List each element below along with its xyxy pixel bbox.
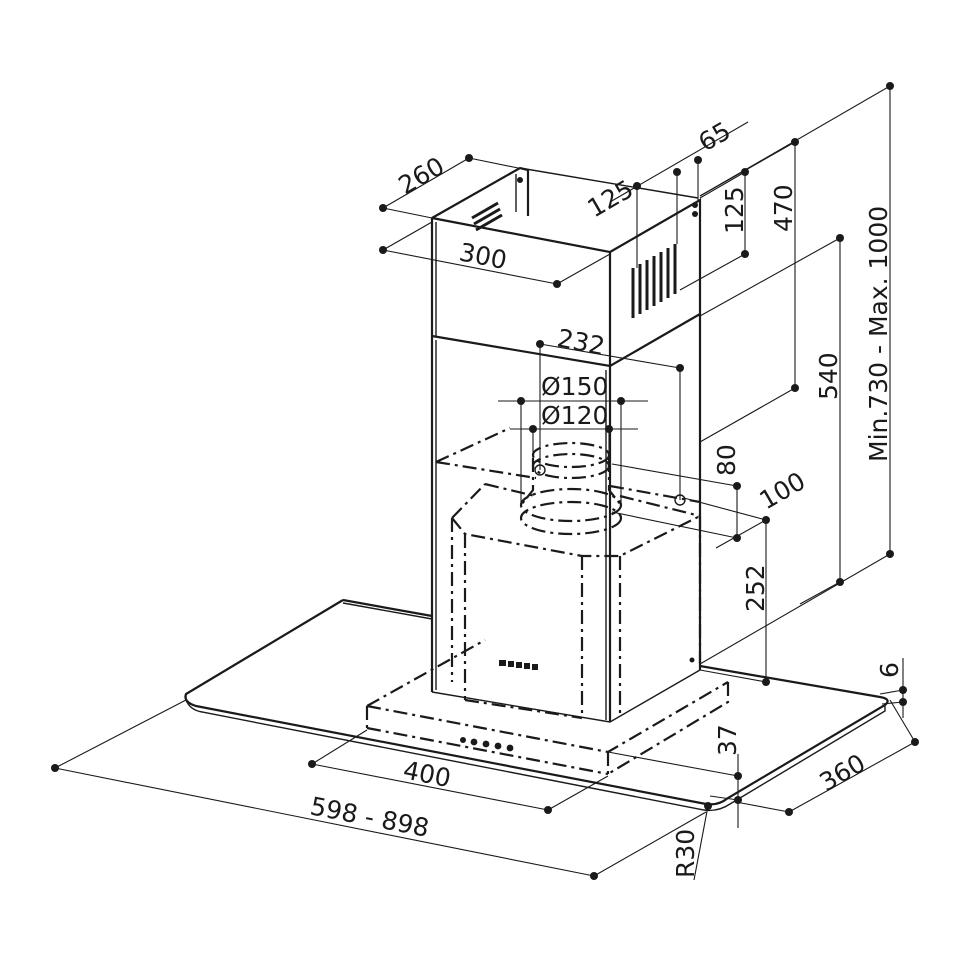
label-control-depth: 37: [713, 724, 742, 756]
control-strip: [365, 639, 730, 776]
label-outlet-offset: 232: [555, 323, 607, 361]
label-total-height: Min.730 - Max. 1000: [864, 206, 893, 462]
label-lower-height: 540: [814, 352, 843, 400]
label-outlet-outer-diameter: Ø150: [541, 372, 608, 401]
label-outlet-inner-diameter: Ø120: [541, 401, 608, 430]
vent-grille-right: [631, 244, 677, 318]
label-motor-width: 400: [401, 755, 453, 793]
label-corner-radius: R30: [671, 829, 700, 878]
label-body-height: 252: [741, 564, 770, 612]
brand-logo: [499, 660, 538, 670]
label-glass-depth: 360: [815, 748, 871, 797]
label-upper-chimney-height: 470: [769, 184, 798, 232]
outlet-collar: [519, 441, 686, 536]
label-glass-thickness: 6: [875, 662, 904, 678]
vent-grille-left: [471, 201, 503, 232]
glass-canopy: [184, 598, 889, 812]
label-chimney-width: 300: [457, 237, 509, 275]
label-chimney-depth: 260: [394, 151, 450, 200]
label-vent-offset: 125: [583, 174, 639, 223]
label-vent-height: 125: [720, 186, 749, 234]
dimension-lines: [51, 82, 919, 881]
label-bracket-gap: 65: [694, 116, 736, 157]
control-buttons: [460, 737, 514, 752]
motor-housing: [435, 427, 702, 720]
label-outlet-spacing: 80: [712, 444, 741, 476]
label-bracket-distance: 100: [755, 466, 811, 515]
label-glass-width: 598 - 898: [308, 791, 432, 842]
